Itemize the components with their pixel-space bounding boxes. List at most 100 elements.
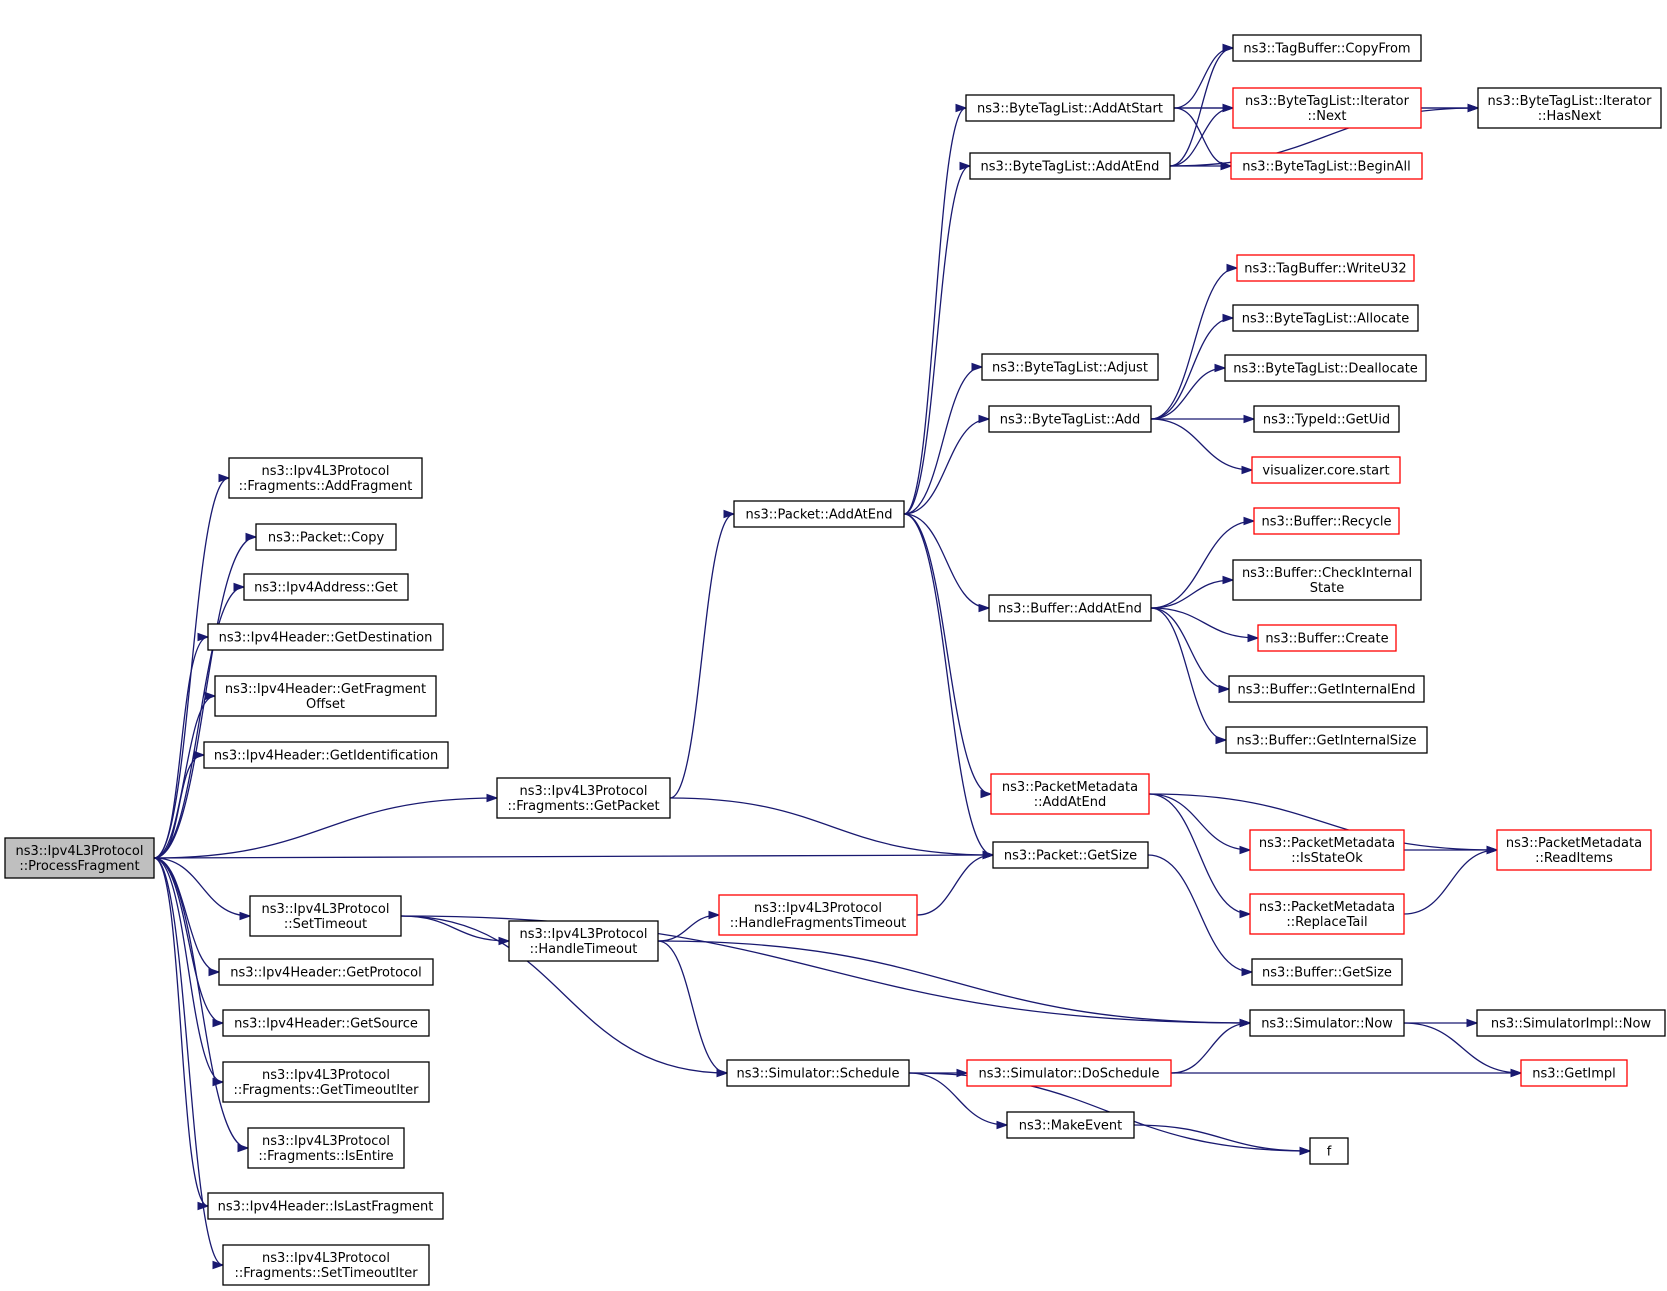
node-btlAdd[interactable]: ns3::ByteTagList::Add (988, 405, 1152, 433)
node-getImpl[interactable]: ns3::GetImpl (1520, 1059, 1628, 1087)
node-getDestination[interactable]: ns3::Ipv4Header::GetDestination (207, 623, 444, 651)
node-pmReadItems[interactable]: ns3::PacketMetadata::ReadItems (1496, 829, 1652, 871)
node-label: ::IsStateOk (1291, 851, 1363, 866)
node-bufGetInternalEnd[interactable]: ns3::Buffer::GetInternalEnd (1228, 675, 1425, 703)
node-bufCreate[interactable]: ns3::Buffer::Create (1257, 624, 1397, 652)
node-addFragment[interactable]: ns3::Ipv4L3Protocol::Fragments::AddFragm… (228, 457, 423, 499)
arrowhead-root-to-getProtocol (208, 967, 221, 977)
node-getTimeoutIter[interactable]: ns3::Ipv4L3Protocol::Fragments::GetTimeo… (222, 1061, 430, 1103)
node-label: ns3::Simulator::Schedule (736, 1067, 899, 1082)
edge-pmReplaceTail-to-pmReadItems (1403, 849, 1498, 915)
node-bufGetSize[interactable]: ns3::Buffer::GetSize (1251, 958, 1403, 986)
node-handleTimeout[interactable]: ns3::Ipv4L3Protocol::HandleTimeout (508, 920, 659, 962)
arrowhead-root-to-getIdentification (193, 750, 206, 760)
node-pktCopy[interactable]: ns3::Packet::Copy (255, 523, 397, 551)
node-label: ns3::Packet::AddAtEnd (746, 508, 893, 523)
arrowhead-handleTimeout-to-handleFragTimeout (708, 910, 721, 920)
node-root[interactable]: ns3::Ipv4L3Protocol::ProcessFragment (4, 837, 155, 879)
node-box (247, 1127, 405, 1169)
node-pktGetSize[interactable]: ns3::Packet::GetSize (992, 841, 1149, 869)
node-box (1249, 829, 1405, 871)
arrowhead-pktAddAtEnd-to-btlAddAtStart (955, 103, 968, 113)
node-getIdentification[interactable]: ns3::Ipv4Header::GetIdentification (203, 741, 449, 769)
edge-btlAddAtEnd-to-btlIterHasNext (1169, 107, 1479, 167)
arrowhead-bufAddAtEnd-to-bufRecycle (1243, 516, 1256, 526)
node-pmReplaceTail[interactable]: ns3::PacketMetadata::ReplaceTail (1249, 893, 1405, 935)
node-label: ns3::Buffer::Recycle (1261, 515, 1391, 530)
node-f[interactable]: f (1309, 1137, 1349, 1165)
node-getSource[interactable]: ns3::Ipv4Header::GetSource (222, 1009, 430, 1037)
node-vizCoreStart[interactable]: visualizer.core.start (1251, 456, 1401, 484)
node-box (981, 353, 1159, 381)
node-label: ::Fragments::SetTimeoutIter (234, 1266, 418, 1281)
node-label: ::Fragments::AddFragment (239, 479, 413, 494)
node-fragGetPacket[interactable]: ns3::Ipv4L3Protocol::Fragments::GetPacke… (496, 777, 671, 819)
edge-pktAddAtEnd-to-btlAddAtStart (903, 107, 967, 515)
node-bufRecycle[interactable]: ns3::Buffer::Recycle (1253, 507, 1400, 535)
node-label: ns3::Ipv4Header::IsLastFragment (218, 1200, 434, 1215)
node-ipv4AddrGet[interactable]: ns3::Ipv4Address::Get (243, 573, 409, 601)
arrowhead-bufAddAtEnd-to-bufCheckInternal (1222, 575, 1235, 585)
node-tbWriteU32[interactable]: ns3::TagBuffer::WriteU32 (1236, 254, 1415, 282)
node-simSchedule[interactable]: ns3::Simulator::Schedule (726, 1059, 910, 1087)
node-simNow[interactable]: ns3::Simulator::Now (1249, 1009, 1405, 1037)
node-box (243, 573, 409, 601)
node-makeEvent[interactable]: ns3::MakeEvent (1006, 1111, 1135, 1139)
node-btlAdjust[interactable]: ns3::ByteTagList::Adjust (981, 353, 1159, 381)
node-box (207, 623, 444, 651)
edge-handleTimeout-to-simNow (657, 940, 1251, 1024)
node-label: ::Fragments::GetTimeoutIter (234, 1083, 420, 1098)
edge-handleFragTimeout-to-pktGetSize (916, 854, 994, 916)
node-btlDeallocate[interactable]: ns3::ByteTagList::Deallocate (1224, 354, 1427, 382)
edge-root-to-isEntire (153, 857, 249, 1149)
edge-handleTimeout-to-simSchedule (657, 940, 728, 1074)
node-getProtocol[interactable]: ns3::Ipv4Header::GetProtocol (218, 958, 434, 986)
node-box (988, 405, 1152, 433)
arrowhead-pktGetSize-to-bufGetSize (1241, 967, 1254, 977)
node-label: ns3::Ipv4L3Protocol (262, 902, 390, 917)
node-box (992, 841, 1149, 869)
node-pmIsStateOk[interactable]: ns3::PacketMetadata::IsStateOk (1249, 829, 1405, 871)
node-isEntire[interactable]: ns3::Ipv4L3Protocol::Fragments::IsEntire (247, 1127, 405, 1169)
node-setTimeoutIter[interactable]: ns3::Ipv4L3Protocol::Fragments::SetTimeo… (222, 1244, 430, 1286)
node-handleFragTimeout[interactable]: ns3::Ipv4L3Protocol::HandleFragmentsTime… (718, 894, 918, 936)
node-tbCopyFrom[interactable]: ns3::TagBuffer::CopyFrom (1232, 34, 1422, 62)
node-simImplNow[interactable]: ns3::SimulatorImpl::Now (1476, 1009, 1666, 1037)
node-box (1309, 1137, 1349, 1165)
edge-pktAddAtEnd-to-bufAddAtEnd (903, 513, 990, 609)
node-box (1253, 405, 1400, 433)
node-bufAddAtEnd[interactable]: ns3::Buffer::AddAtEnd (988, 594, 1152, 622)
node-btlIterNext[interactable]: ns3::ByteTagList::Iterator::Next (1232, 87, 1422, 129)
node-btlBeginAll[interactable]: ns3::ByteTagList::BeginAll (1230, 152, 1423, 180)
node-btlAddAtStart[interactable]: ns3::ByteTagList::AddAtStart (965, 94, 1175, 122)
edge-bufAddAtEnd-to-bufRecycle (1150, 520, 1255, 609)
node-isLastFragment[interactable]: ns3::Ipv4Header::IsLastFragment (207, 1192, 444, 1220)
node-label: ns3::Ipv4Header::GetIdentification (214, 749, 438, 764)
node-bufGetInternalSize[interactable]: ns3::Buffer::GetInternalSize (1225, 726, 1428, 754)
node-simDoSchedule[interactable]: ns3::Simulator::DoSchedule (966, 1059, 1172, 1087)
node-label: ns3::Ipv4L3Protocol (16, 844, 144, 859)
node-btlAllocate[interactable]: ns3::ByteTagList::Allocate (1232, 304, 1419, 332)
edge-handleTimeout-to-handleFragTimeout (657, 914, 720, 942)
node-label: ::HandleFragmentsTimeout (730, 916, 907, 931)
node-label: ns3::Packet::GetSize (1004, 849, 1137, 864)
node-btlIterHasNext[interactable]: ns3::ByteTagList::Iterator::HasNext (1477, 87, 1662, 129)
node-pmAddAtEnd[interactable]: ns3::PacketMetadata::AddAtEnd (990, 773, 1150, 815)
node-btlAddAtEnd[interactable]: ns3::ByteTagList::AddAtEnd (969, 152, 1171, 180)
node-label: ns3::Ipv4Header::GetProtocol (230, 966, 422, 981)
node-pktAddAtEnd[interactable]: ns3::Packet::AddAtEnd (733, 500, 905, 528)
node-label: ns3::MakeEvent (1019, 1119, 1123, 1134)
edge-pktAddAtEnd-to-btlAdjust (903, 366, 983, 515)
node-box (726, 1059, 910, 1087)
node-box (1232, 87, 1422, 129)
node-box (214, 675, 437, 717)
node-label: ns3::Ipv4L3Protocol (520, 927, 648, 942)
node-label: ::ProcessFragment (19, 859, 139, 874)
arrowhead-pktAddAtEnd-to-pktGetSize (982, 850, 995, 860)
edge-fragGetPacket-to-pktGetSize (669, 797, 994, 856)
node-label: ns3::Ipv4Header::GetDestination (219, 631, 433, 646)
node-setTimeout[interactable]: ns3::Ipv4L3Protocol::SetTimeout (249, 895, 402, 937)
node-typeIdGetUid[interactable]: ns3::TypeId::GetUid (1253, 405, 1400, 433)
